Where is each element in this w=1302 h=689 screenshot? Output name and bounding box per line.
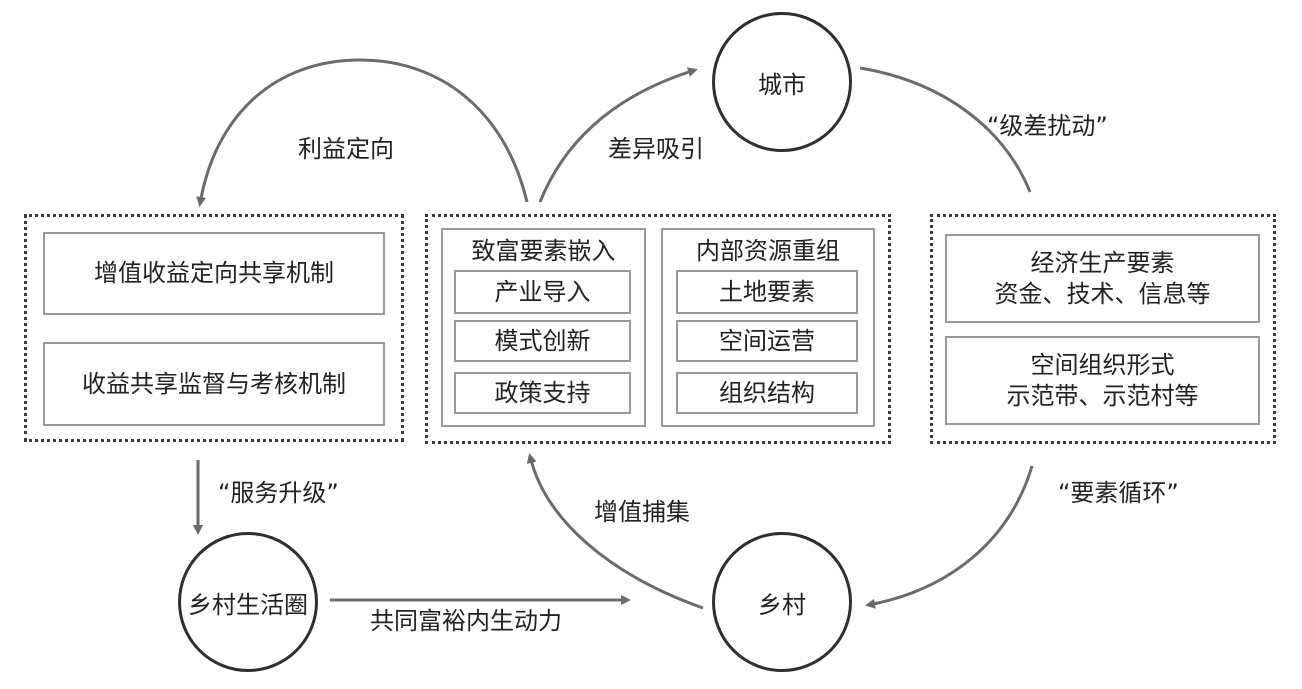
common-prosperity-label: 共同富裕内生动力: [370, 607, 562, 635]
village-node: 乡村: [712, 532, 852, 672]
arrow-factor-circulation: [865, 465, 1034, 609]
space-operation-box: 空间运营: [676, 320, 858, 362]
village-label: 乡村: [758, 590, 806, 619]
industry-introduction-box: 产业导入: [454, 270, 631, 314]
life-circle-label: 乡村生活圈: [188, 590, 308, 619]
arrow-gradient-disturbance: [859, 66, 1032, 193]
arrow-benefit-orientation: [196, 58, 529, 207]
spatial-organization-box: 空间组织形式 示范带、示范村等: [945, 336, 1260, 425]
economic-factors-box: 经济生产要素 资金、技术、信息等: [945, 234, 1260, 323]
organization-structure-box: 组织结构: [676, 372, 858, 414]
value-capture-label: 增值捕集: [594, 498, 690, 526]
organization-structure-text: 组织结构: [719, 378, 815, 407]
space-operation-text: 空间运营: [719, 326, 815, 355]
gradient-disturbance-label: “级差扰动”: [987, 112, 1108, 140]
economic-factors-title: 经济生产要素: [1030, 248, 1175, 277]
wealth-factor-panel: [441, 228, 646, 427]
policy-support-text: 政策支持: [494, 378, 591, 407]
city-label: 城市: [758, 70, 806, 99]
value-sharing-mechanism-box: 增值收益定向共享机制: [43, 232, 385, 315]
benefit-orientation-label: 利益定向: [298, 135, 394, 163]
land-factor-text: 土地要素: [719, 277, 815, 306]
resource-restructure-title: 内部资源重组: [696, 237, 840, 265]
industry-introduction-text: 产业导入: [494, 277, 591, 306]
arrow-value-capture: [526, 453, 704, 610]
model-innovation-box: 模式创新: [454, 320, 631, 362]
value-sharing-mechanism-text: 增值收益定向共享机制: [94, 259, 334, 287]
land-factor-box: 土地要素: [676, 270, 858, 314]
service-upgrade-label: “服务升级”: [218, 479, 339, 507]
resource-restructure-panel: [661, 228, 875, 427]
wealth-factor-title: 致富要素嵌入: [471, 237, 616, 265]
model-innovation-text: 模式创新: [494, 326, 591, 355]
right-factor-group: [930, 214, 1276, 444]
life-circle-node: 乡村生活圈: [178, 532, 318, 672]
spatial-organization-detail: 示范带、示范村等: [1006, 381, 1199, 410]
supervision-assessment-mechanism-box: 收益共享监督与考核机制: [43, 342, 385, 426]
factor-circulation-label: “要素循环”: [1058, 479, 1179, 507]
spatial-organization-title: 空间组织形式: [1030, 350, 1175, 379]
city-node: 城市: [712, 12, 852, 152]
left-mechanism-group: [24, 214, 404, 442]
economic-factors-detail: 资金、技术、信息等: [994, 279, 1211, 308]
policy-support-box: 政策支持: [454, 372, 631, 414]
supervision-assessment-mechanism-text: 收益共享监督与考核机制: [82, 369, 346, 398]
differential-attraction-label: 差异吸引: [608, 135, 704, 163]
middle-factor-group: [425, 214, 891, 444]
arrow-differential-attraction: [538, 67, 698, 203]
